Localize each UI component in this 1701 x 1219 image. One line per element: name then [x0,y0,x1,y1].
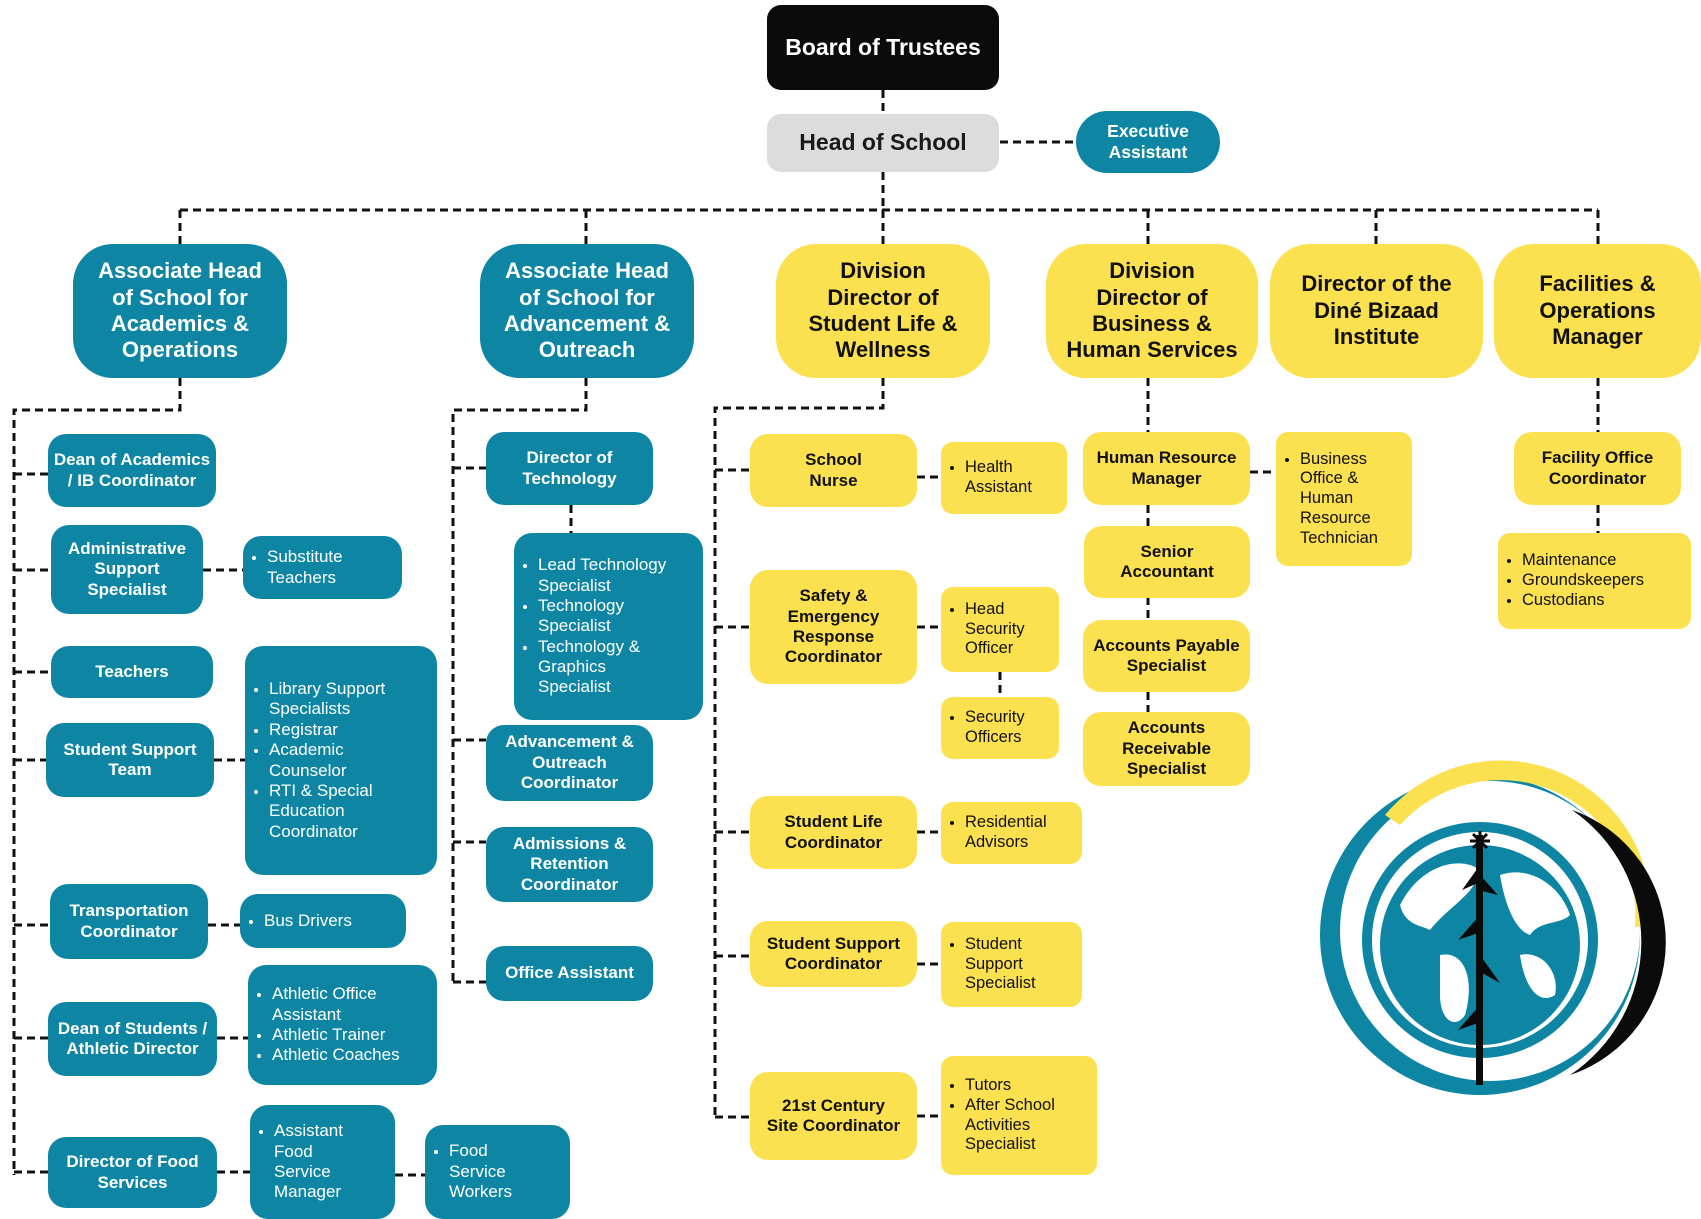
assoc-head-academics: Associate Head of School for Academics &… [73,244,287,378]
accounts-receivable: Accounts Receivable Specialist [1083,712,1250,786]
list-item: Business Office & Human Resource Technic… [1300,450,1378,549]
head-security-officer-box: Head Security Officer [941,587,1059,672]
director-student-life: Division Director of Student Life & Well… [776,244,990,378]
hr-technician-box: Business Office & Human Resource Technic… [1276,432,1412,566]
director-food-services: Director of Food Services [48,1137,217,1208]
bus-drivers-box: Bus Drivers [240,894,406,948]
list-item: Security Officers [965,708,1025,748]
dean-of-academics: Dean of Academics / IB Coordinator [48,434,216,507]
student-support-team: Student Support Team [46,723,214,797]
student-life-coordinator: Student Life Coordinator [750,796,917,869]
assistant-food-manager-box: Assistant Food Service Manager [250,1105,395,1219]
student-support-specialist-box: Student Support Specialist [941,922,1082,1007]
office-assistant: Office Assistant [486,946,653,1001]
administrative-support: Administrative Support Specialist [51,525,203,614]
hr-manager: Human Resource Manager [1083,432,1250,505]
list-item: Registrar [269,720,385,740]
list-item: Athletic Trainer [272,1025,400,1045]
director-dine-bizaad: Director of the Diné Bizaad Institute [1270,244,1483,378]
list-item: Substitute Teachers [267,547,343,588]
director-of-technology: Director of Technology [486,432,653,505]
health-assistant-box: Health Assistant [941,442,1067,514]
list-item: Health Assistant [965,458,1032,498]
school-nurse: School Nurse [750,434,917,507]
food-service-workers-box: Food Service Workers [425,1125,570,1219]
transportation-coordinator: Transportation Coordinator [50,884,208,959]
admissions-retention-coordinator: Admissions & Retention Coordinator [486,827,653,902]
senior-accountant: Senior Accountant [1084,526,1250,598]
list-item: Library Support Specialists [269,679,385,720]
list-item: Maintenance [1522,551,1644,571]
board-of-trustees: Board of Trustees [767,5,999,90]
advancement-outreach-coordinator: Advancement & Outreach Coordinator [486,725,653,801]
dean-of-students: Dean of Students / Athletic Director [48,1002,217,1076]
school-logo [1320,760,1666,1095]
head-of-school: Head of School [767,114,999,172]
list-item: Residential Advisors [965,813,1047,853]
list-item: Tutors [965,1076,1055,1096]
student-support-list: Library Support SpecialistsRegistrarAcad… [245,646,437,875]
residential-advisors-box: Residential Advisors [941,802,1082,864]
tutors-box: TutorsAfter School Activities Specialist [941,1056,1097,1175]
substitute-teachers-box: Substitute Teachers [243,536,402,599]
list-item: RTI & Special Education Coordinator [269,781,385,842]
list-item: Groundskeepers [1522,571,1644,591]
accounts-payable: Accounts Payable Specialist [1083,620,1250,692]
student-support-coordinator: Student Support Coordinator [750,921,917,987]
list-item: Custodians [1522,591,1644,611]
assoc-head-advancement: Associate Head of School for Advancement… [480,244,694,378]
executive-assistant: Executive Assistant [1076,111,1220,173]
list-item: After School Activities Specialist [965,1096,1055,1155]
technology-list: Lead Technology SpecialistTechnology Spe… [514,533,703,720]
facilities-manager: Facilities & Operations Manager [1494,244,1701,378]
list-item: Lead Technology Specialist [538,555,666,596]
list-item: Food Service Workers [449,1141,512,1202]
security-officers-box: Security Officers [941,697,1059,759]
list-item: Athletic Office Assistant [272,984,400,1025]
list-item: Academic Counselor [269,740,385,781]
list-item: Bus Drivers [264,911,352,931]
list-item: Technology & Graphics Specialist [538,637,666,698]
director-business: Division Director of Business & Human Se… [1046,244,1258,378]
athletic-list: Athletic Office AssistantAthletic Traine… [248,965,437,1085]
safety-coordinator: Safety & Emergency Response Coordinator [750,570,917,684]
list-item: Student Support Specialist [965,935,1036,994]
list-item: Athletic Coaches [272,1045,400,1065]
facility-office-coordinator: Facility Office Coordinator [1514,432,1681,505]
teachers: Teachers [51,646,213,698]
21st-century-coordinator: 21st Century Site Coordinator [750,1072,917,1160]
maintenance-list: MaintenanceGroundskeepersCustodians [1498,533,1691,629]
list-item: Head Security Officer [965,600,1025,659]
list-item: Assistant Food Service Manager [274,1121,343,1203]
list-item: Technology Specialist [538,596,666,637]
